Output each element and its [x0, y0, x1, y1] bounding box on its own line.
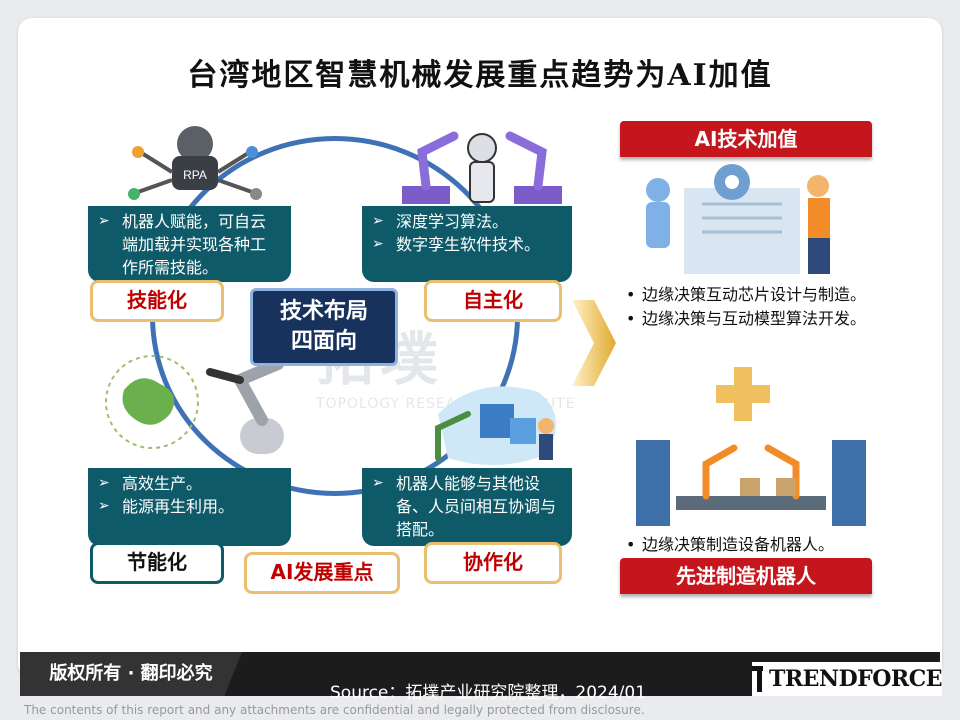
ai-tech-bullet-1: 边缘决策互动芯片设计与制造。 [622, 284, 872, 306]
copyright-notice: 版权所有 · 翻印必究 [20, 652, 242, 696]
label-skill: 技能化 [90, 280, 224, 322]
energy-robot-illustration [105, 355, 284, 454]
label-autonomy: 自主化 [424, 280, 562, 322]
collaboration-description-box: 机器人能够与其他设备、人员间相互协调与搭配。 [362, 468, 572, 546]
rpa-badge: RPA [183, 168, 207, 182]
center-title-box: 技术布局 四面向 [250, 288, 398, 366]
autonomy-item-2: 数字孪生软件技术。 [372, 233, 562, 256]
collaboration-illustration [435, 386, 556, 466]
manufacturing-robot-header: 先进制造机器人 [620, 558, 872, 594]
energy-item-1: 高效生产。 [98, 472, 281, 495]
page-title: 台湾地区智慧机械发展重点趋势为AI加值 [187, 58, 773, 93]
skill-item-1: 机器人赋能，可自云端加载并实现各种工作所需技能。 [98, 210, 281, 279]
center-line-2: 四面向 [290, 329, 357, 354]
ai-tech-bullet-2: 边缘决策与互动模型算法开发。 [622, 308, 872, 330]
energy-item-2: 能源再生利用。 [98, 495, 281, 518]
robot-arms-illustration [402, 131, 562, 204]
skill-description-box: 机器人赋能，可自云端加载并实现各种工作所需技能。 [88, 206, 291, 282]
factory-robot-illustration [636, 440, 866, 526]
center-line-1: 技术布局 [279, 299, 368, 324]
trendforce-logo-text: TRENDFORCE [769, 666, 942, 692]
ai-tech-header: AI技术加值 [620, 121, 872, 157]
right-arrow-icon [572, 300, 616, 386]
rpa-robot-illustration: RPA [128, 126, 262, 200]
ai-tech-bullets: 边缘决策互动芯片设计与制造。 边缘决策与互动模型算法开发。 [622, 284, 872, 332]
disclaimer: The contents of this report and any atta… [24, 703, 645, 717]
source-note: Source：拓墣产业研究院整理，2024/01 [330, 683, 647, 703]
trendforce-logo-icon [752, 666, 764, 692]
energy-description-box: 高效生产。 能源再生利用。 [88, 468, 291, 546]
plus-icon [716, 367, 770, 421]
label-collaboration: 协作化 [424, 542, 562, 584]
autonomy-description-box: 深度学习算法。 数字孪生软件技术。 [362, 206, 572, 282]
ai-chip-illustration [646, 164, 830, 274]
manufacturing-bullets: 边缘决策制造设备机器人。 [622, 534, 884, 558]
label-ai-focus: AI发展重点 [244, 552, 400, 594]
manufacturing-bullet-1: 边缘决策制造设备机器人。 [622, 534, 884, 556]
trendforce-logo: TRENDFORCE [752, 662, 942, 696]
autonomy-item-1: 深度学习算法。 [372, 210, 562, 233]
label-energy: 节能化 [90, 542, 224, 584]
collaboration-item-1: 机器人能够与其他设备、人员间相互协调与搭配。 [372, 472, 562, 541]
